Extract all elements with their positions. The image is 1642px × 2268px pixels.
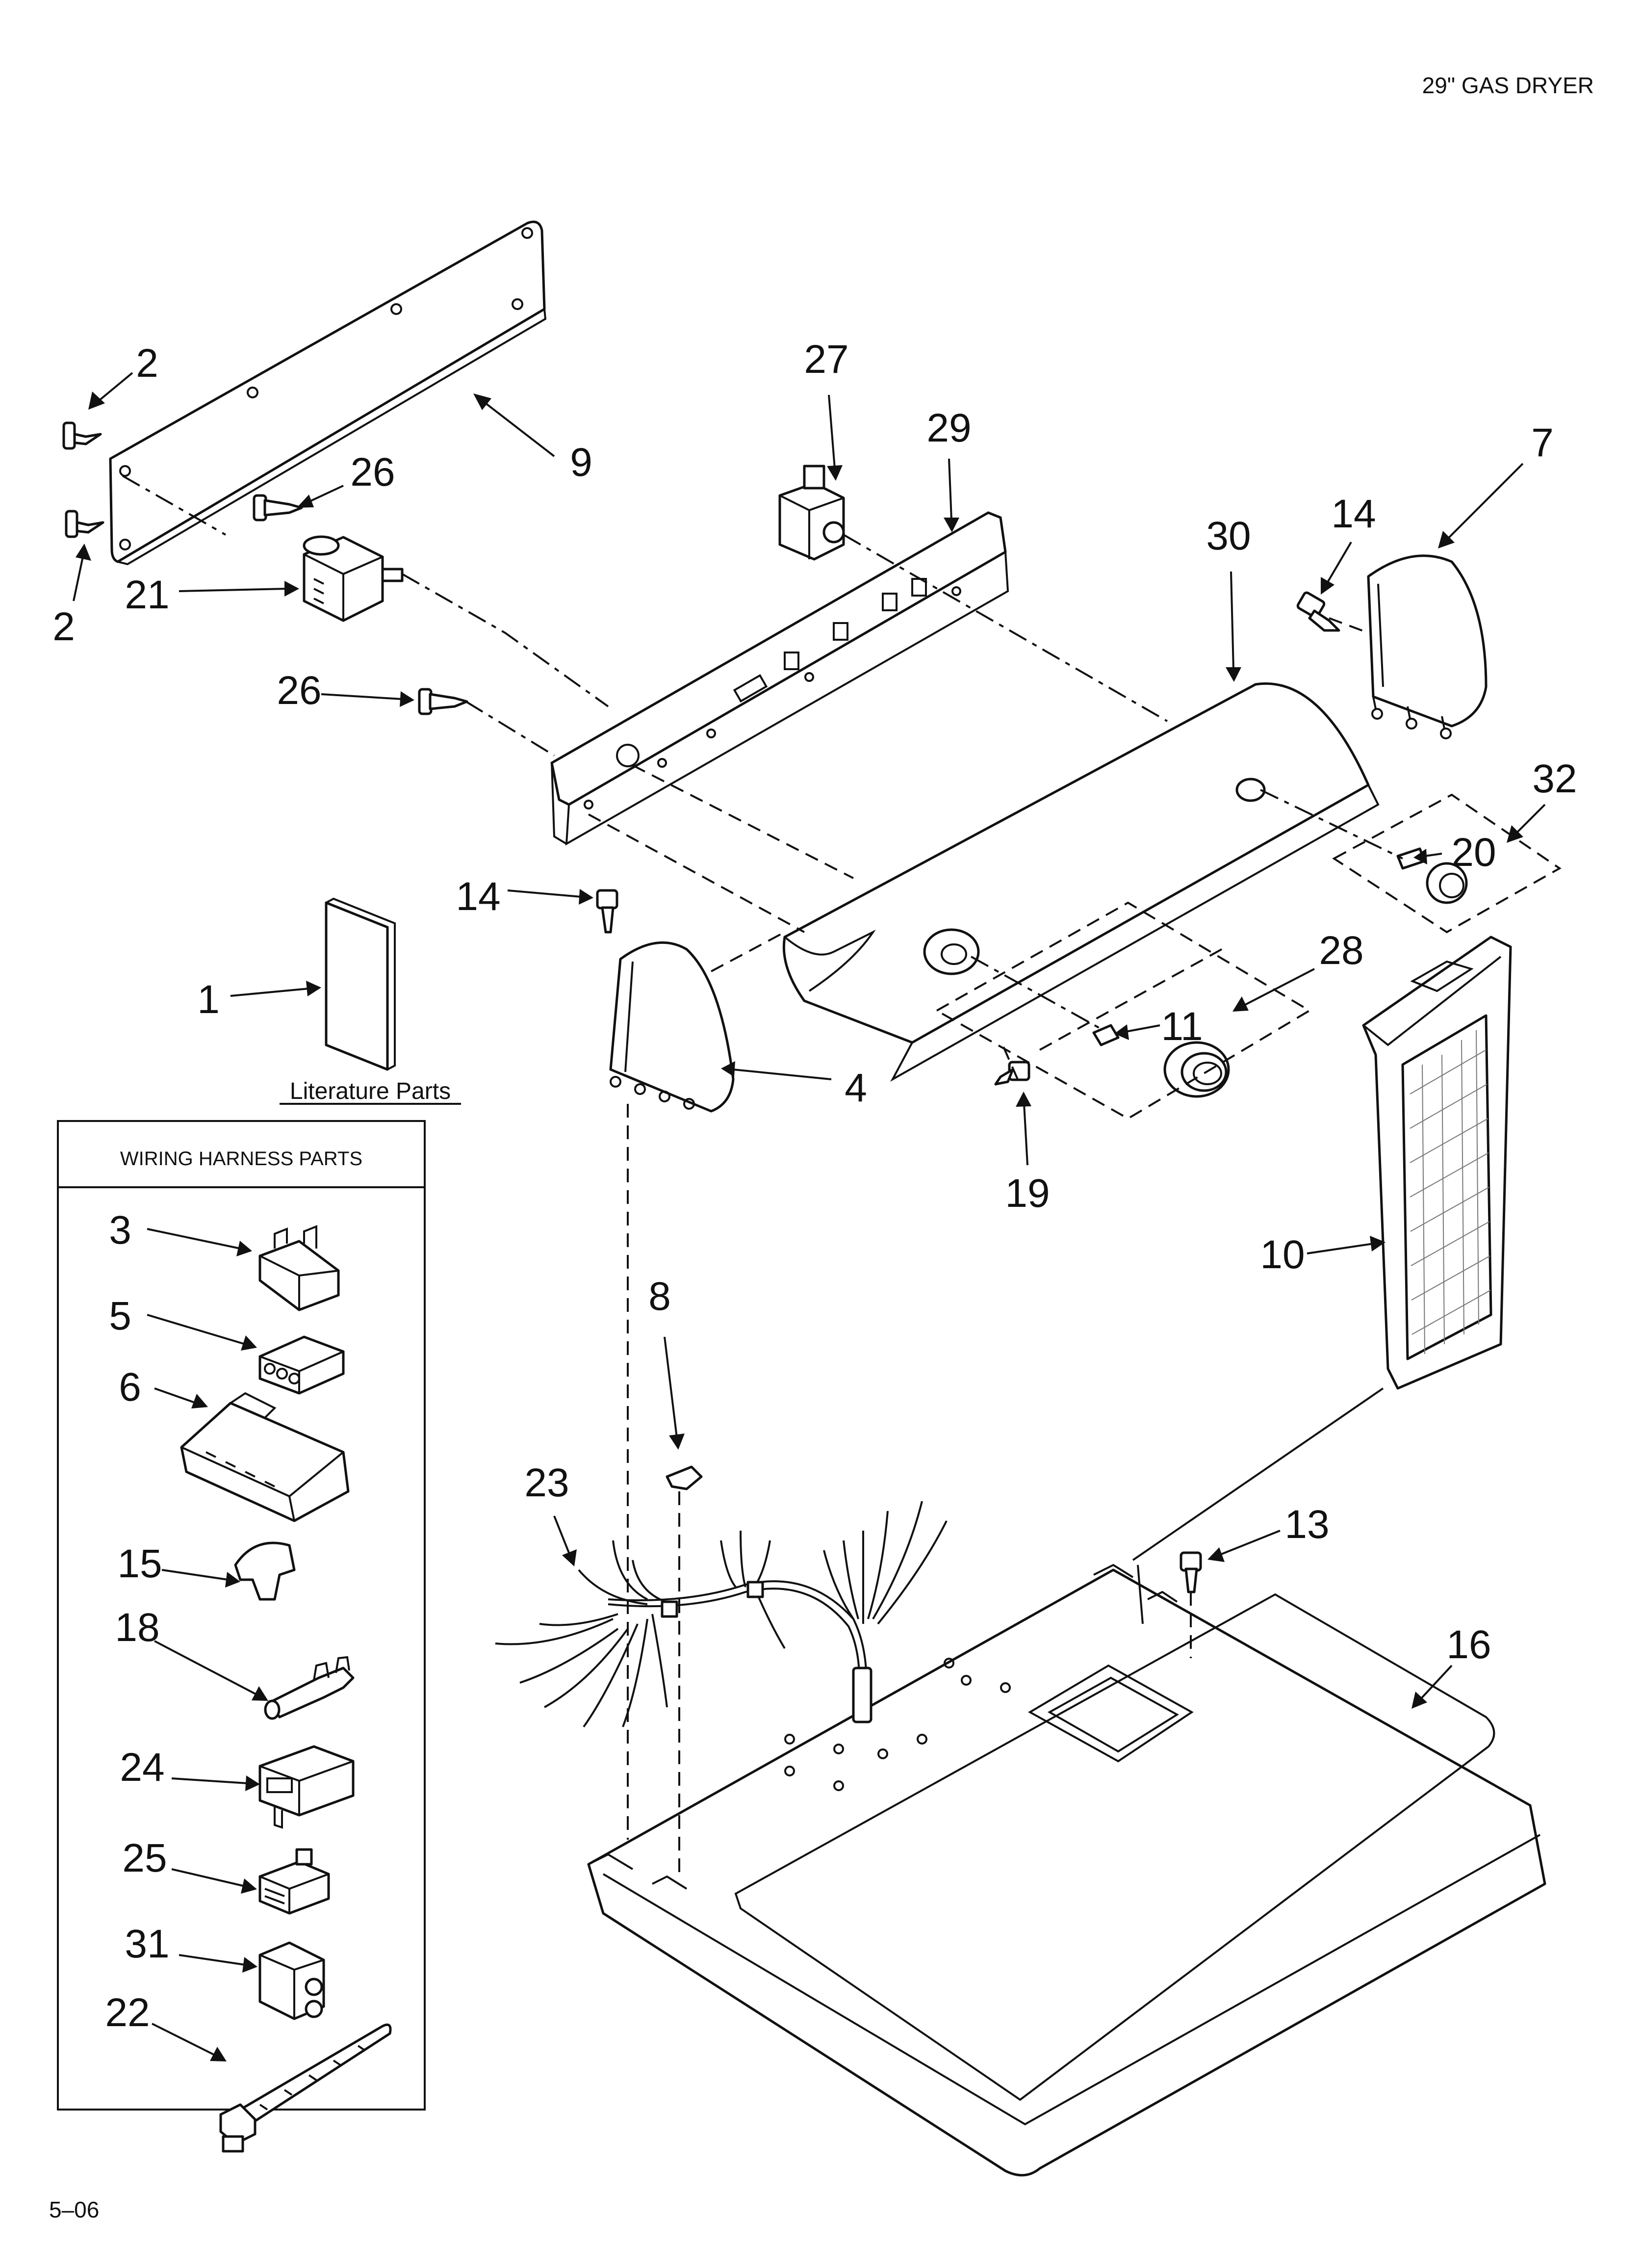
- group-box-28: [934, 901, 1311, 1120]
- callout-7: 7: [1531, 420, 1554, 465]
- part-2-screw-lower: [65, 510, 104, 538]
- callout-30: 30: [1206, 514, 1251, 558]
- callout-21: 21: [125, 573, 169, 617]
- part-25-connector: [258, 1848, 330, 1915]
- part-21-switch: [303, 535, 404, 622]
- part-23-wiring-harness: [495, 1501, 948, 1728]
- part-10-lint-screen: [1362, 936, 1512, 1390]
- part-3-connector: [258, 1225, 340, 1311]
- part-24-connector: [258, 1745, 355, 1829]
- part-6-connector: [180, 1392, 350, 1522]
- callout-3: 3: [109, 1208, 131, 1252]
- callout-29: 29: [926, 406, 971, 450]
- part-9-console-back-panel: [109, 220, 547, 566]
- callout-8: 8: [648, 1274, 671, 1319]
- callout-13: 13: [1284, 1502, 1329, 1547]
- callout-4: 4: [845, 1066, 867, 1110]
- callout-leaders: [73, 372, 1546, 2061]
- part-19-screw: [994, 1061, 1030, 1086]
- callout-11: 11: [1161, 1004, 1203, 1049]
- callout-10: 10: [1260, 1232, 1305, 1277]
- callout-9: 9: [570, 440, 592, 485]
- part-26-screw-upper: [253, 494, 303, 521]
- part-14-screw-right: [1296, 591, 1340, 632]
- callout-15: 15: [117, 1541, 162, 1586]
- callout-19: 19: [1005, 1171, 1050, 1216]
- part-7-end-cap-right: [1367, 554, 1488, 739]
- part-27-switch: [778, 465, 845, 561]
- callout-1: 1: [197, 977, 220, 1022]
- part-13-screw: [1180, 1551, 1202, 1593]
- part-1-literature: [325, 897, 396, 1071]
- diagram-title: 29" GAS DRYER: [1422, 73, 1594, 98]
- part-14-screw-left: [596, 889, 618, 934]
- part-31-connector: [258, 1941, 325, 2020]
- callout-32: 32: [1532, 756, 1577, 801]
- callout-16: 16: [1446, 1622, 1491, 1667]
- callout-26-upper: 26: [350, 450, 395, 495]
- callout-18: 18: [115, 1605, 159, 1650]
- part-11-coupler: [1092, 1024, 1120, 1046]
- part-18-terminal: [264, 1656, 355, 1720]
- callout-2-lower: 2: [52, 604, 75, 649]
- part-22-cable-tie: [219, 2023, 392, 2153]
- part-5-connector: [258, 1335, 345, 1395]
- callout-14-right: 14: [1331, 492, 1376, 536]
- callout-31: 31: [125, 1922, 169, 1966]
- page-code: 5–06: [49, 2197, 99, 2222]
- part-8-clip: [666, 1465, 703, 1490]
- part-30-console: [782, 682, 1380, 1082]
- part-32-knob-assembly: [1426, 862, 1468, 904]
- wiring-harness-parts-box: [57, 1120, 426, 2111]
- part-4-end-cap-left: [609, 941, 735, 1113]
- callout-23: 23: [524, 1460, 569, 1505]
- part-2-screw-upper: [62, 421, 102, 450]
- callout-27: 27: [804, 337, 848, 382]
- group-box-32: [1332, 793, 1562, 934]
- callout-14-left: 14: [456, 874, 500, 919]
- literature-parts-label: Literature Parts: [290, 1078, 451, 1104]
- part-28-knob-assembly: [1163, 1041, 1230, 1098]
- part-26-screw-lower: [418, 688, 468, 715]
- callout-2-upper: 2: [136, 341, 158, 386]
- callout-labels: 2 2 9 26 21 26 27 29 30 7 14 32 20 14 28…: [52, 337, 1577, 2035]
- callout-26-lower: 26: [277, 668, 321, 713]
- callout-24: 24: [120, 1745, 164, 1790]
- assembly-lines: [122, 475, 1403, 1874]
- part-15-clip: [234, 1541, 296, 1601]
- callout-5: 5: [109, 1294, 131, 1338]
- callout-28: 28: [1319, 928, 1363, 973]
- callout-20: 20: [1451, 830, 1496, 875]
- callout-25: 25: [122, 1836, 167, 1880]
- wiring-harness-box-title: WIRING HARNESS PARTS: [120, 1148, 362, 1170]
- part-29-control-panel: [550, 511, 1009, 846]
- callout-6: 6: [119, 1365, 141, 1409]
- part-16-top-panel: [587, 1564, 1546, 2177]
- callout-22: 22: [105, 1990, 150, 2035]
